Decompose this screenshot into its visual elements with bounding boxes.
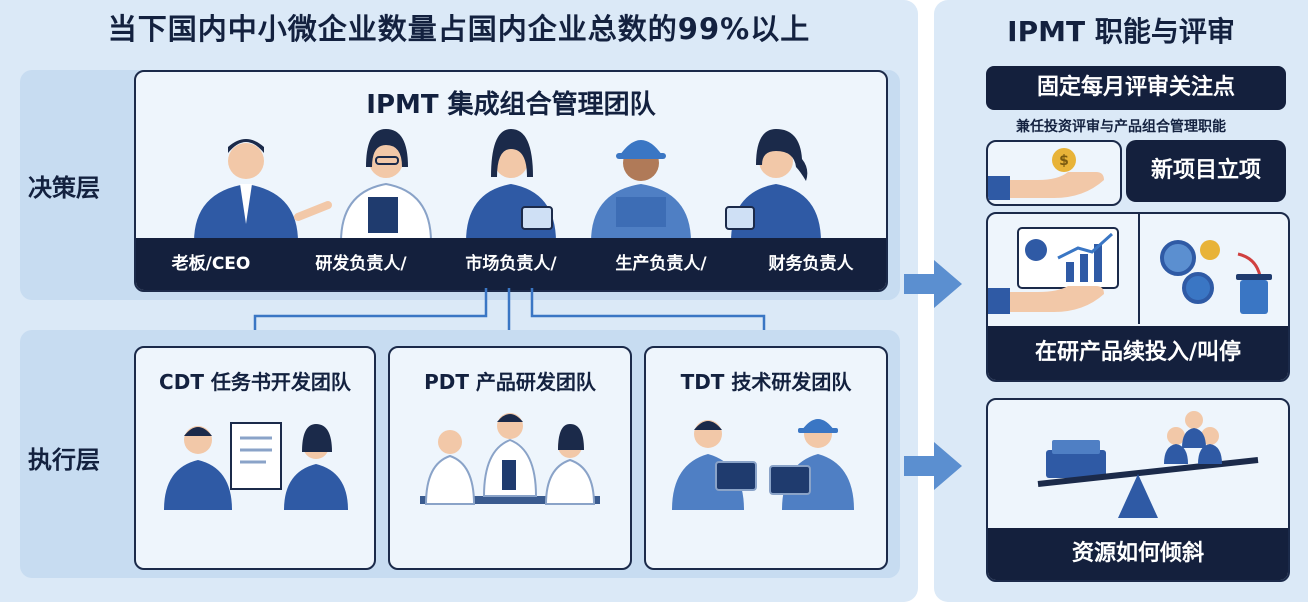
- role-market: 市场负责人/: [465, 254, 557, 274]
- pdt-team-title: PDT 产品研发团队: [424, 370, 596, 394]
- tdt-team-illustration: [672, 419, 854, 510]
- scale-base-icon: [1118, 474, 1158, 518]
- resource-tilt-label: 资源如何倾斜: [988, 528, 1288, 580]
- coin-icon: [1052, 148, 1076, 172]
- right-title: IPMT 职能与评审: [1007, 15, 1235, 48]
- finance-figure-icon: [725, 129, 821, 242]
- svg-text:$: $: [1059, 153, 1069, 169]
- resource-tilt-card: 资源如何倾斜: [986, 398, 1290, 582]
- market-figure-icon: [466, 129, 556, 242]
- role-production: 生产负责人/: [615, 254, 707, 274]
- new-project-image: $: [986, 140, 1122, 206]
- execution-layer-label: 执行层: [28, 446, 100, 474]
- ipmt-team-card: IPMT 集成组合管理团队: [134, 70, 888, 292]
- role-rnd: 研发负责人/: [315, 254, 407, 274]
- red-arrow-icon: [1237, 252, 1262, 277]
- balance-scale-illustration: [1037, 411, 1259, 518]
- continue-stop-illustration: [988, 214, 1272, 324]
- pdt-team-card: PDT 产品研发团队: [388, 346, 632, 570]
- arrow-right-icon: [904, 442, 962, 490]
- review-header: 固定每月评审关注点: [986, 66, 1286, 110]
- gear-icon: [1200, 240, 1220, 260]
- tdt-team-card: TDT 技术研发团队: [644, 346, 888, 570]
- cdt-team-title: CDT 任务书开发团队: [159, 370, 351, 394]
- rnd-figure-icon: [339, 129, 433, 243]
- trash-icon: [1240, 280, 1268, 314]
- role-ceo: 老板/CEO: [171, 254, 251, 274]
- money-stack-icon: [1046, 450, 1106, 478]
- main-title: 当下国内中小微企业数量占国内企业总数的99%以上: [107, 12, 811, 46]
- role-finance: 财务负责人: [768, 254, 854, 274]
- tdt-team-title: TDT 技术研发团队: [680, 370, 852, 394]
- new-project-label: 新项目立项: [1126, 140, 1286, 202]
- role-bar: 老板/CEO 研发负责人/ 市场负责人/ 生产负责人/ 财务负责人: [136, 238, 886, 290]
- flow-arrows: [904, 260, 962, 490]
- gear-icon: [1160, 240, 1196, 276]
- gear-icon: [1182, 272, 1214, 304]
- production-figure-icon: [591, 140, 691, 242]
- ipmt-team-title: IPMT 集成组合管理团队: [366, 90, 656, 120]
- ceo-figure-icon: [194, 139, 332, 242]
- cdt-team-card: CDT 任务书开发团队: [134, 346, 376, 570]
- continue-stop-card: 在研产品续投入/叫停: [986, 212, 1290, 382]
- continue-stop-label: 在研产品续投入/叫停: [988, 326, 1288, 380]
- decision-layer-label: 决策层: [28, 174, 100, 202]
- cdt-team-illustration: [164, 422, 348, 510]
- review-sub: 兼任投资评审与产品组合管理职能: [1016, 119, 1226, 135]
- decision-people-illustration: [194, 129, 821, 243]
- pdt-team-illustration: [420, 413, 600, 505]
- arrow-right-icon: [904, 260, 962, 308]
